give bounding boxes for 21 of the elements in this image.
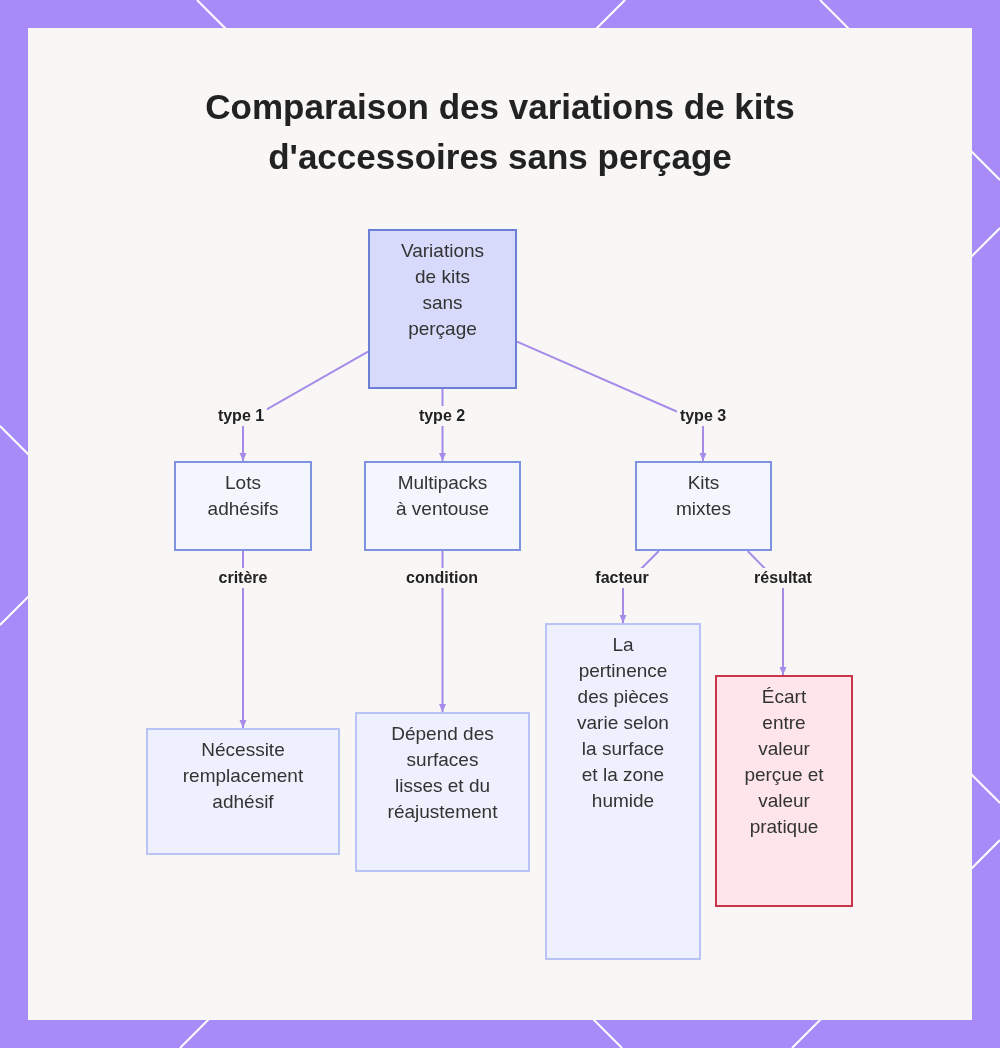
diagram-title: Comparaison des variations de kits d'accessoires sans perçage	[204, 86, 796, 178]
node-label: Variations de kits sans perçage	[399, 239, 486, 341]
node-label: Dépend des surfaces lisses et du réajustement	[386, 722, 499, 824]
process-box	[355, 712, 530, 872]
process-box	[364, 461, 521, 551]
process-box	[146, 728, 340, 855]
process-box	[715, 675, 853, 907]
process-box	[174, 461, 312, 551]
process-box	[368, 229, 517, 389]
edge-label: facteur	[592, 568, 652, 588]
edge-label: condition	[403, 568, 481, 588]
node-label: Écart entre valeur perçue et valeur pratique	[743, 685, 825, 839]
node-label: La pertinence des pièces varie selon la surface et la zone humide	[577, 633, 669, 813]
process-box	[545, 623, 701, 960]
connector-arrow	[439, 550, 446, 713]
node-label: Nécessite remplacement adhésif	[181, 738, 305, 814]
process-box	[635, 461, 772, 551]
node-label: Multipacks à ventouse	[395, 471, 490, 521]
node-label: Lots adhésifs	[206, 471, 280, 521]
connector-arrow	[239, 550, 247, 729]
node-label: Kits mixtes	[675, 471, 732, 521]
